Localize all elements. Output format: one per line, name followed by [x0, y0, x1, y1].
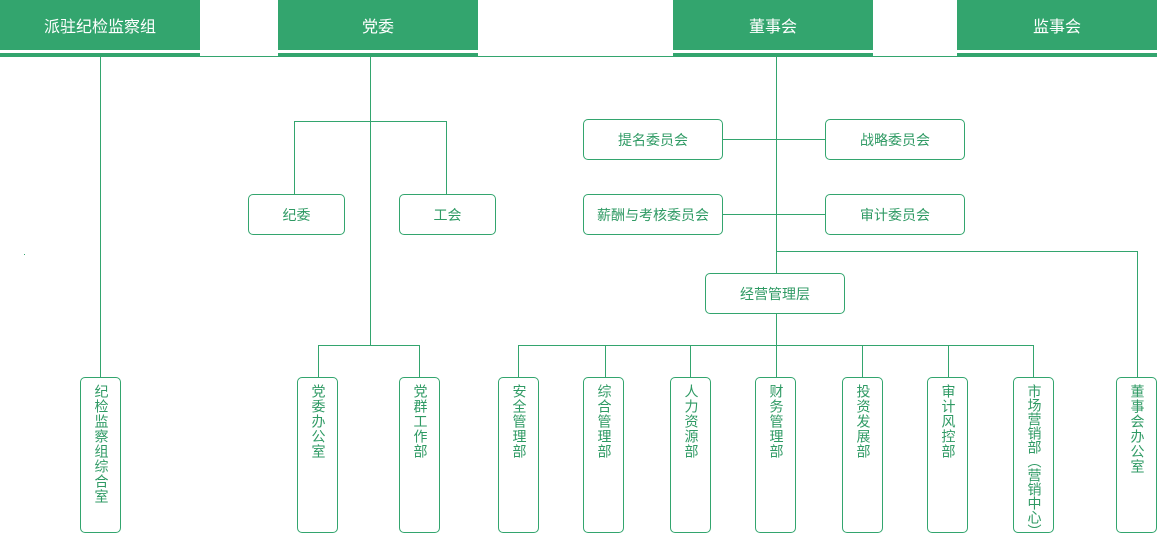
node-management[interactable]: 经营管理层 — [705, 273, 845, 314]
dept-hr[interactable]: 人力资源部 — [670, 377, 711, 533]
header-party-label: 党委 — [361, 17, 394, 36]
dept-label: 安全管理部 — [510, 384, 527, 459]
header-inspection-bar — [0, 53, 200, 57]
header-supervisory-bar — [957, 53, 1157, 57]
dept-label: 董事会办公室 — [1128, 384, 1145, 474]
header-supervisory[interactable]: 监事会 — [957, 0, 1157, 50]
connector — [518, 345, 519, 378]
connector — [1033, 345, 1034, 378]
dept-label: 人力资源部 — [682, 384, 699, 459]
dept-party-masses[interactable]: 党群工作部 — [399, 377, 440, 533]
connector — [1137, 251, 1138, 378]
dept-audit-risk[interactable]: 审计风控部 — [927, 377, 968, 533]
header-inspection-label: 派驻纪检监察组 — [43, 17, 156, 36]
dept-safety[interactable]: 安全管理部 — [498, 377, 539, 533]
connector — [605, 345, 606, 378]
dept-label: 纪检监察组综合室 — [92, 384, 109, 504]
node-label: 薪酬与考核委员会 — [597, 207, 709, 224]
dept-inspection-office[interactable]: 纪检监察组综合室 — [80, 377, 121, 533]
node-label: 审计委员会 — [860, 207, 930, 224]
dept-label: 审计风控部 — [939, 384, 956, 459]
connector — [318, 345, 319, 378]
header-board[interactable]: 董事会 — [673, 0, 873, 50]
node-label: 战略委员会 — [860, 132, 930, 149]
dept-marketing[interactable]: 市场营销部（营销中心） — [1013, 377, 1054, 538]
node-label: 经营管理层 — [740, 286, 810, 303]
header-inspection[interactable]: 派驻纪检监察组 — [0, 0, 200, 50]
connector — [294, 121, 447, 122]
node-label: 提名委员会 — [618, 132, 688, 149]
connector — [370, 57, 371, 346]
dept-party-office[interactable]: 党委办公室 — [297, 377, 338, 533]
dept-investment[interactable]: 投资发展部 — [842, 377, 883, 533]
dept-label: 市场营销部（营销中心） — [1025, 384, 1042, 538]
dept-label: 党群工作部 — [411, 384, 428, 459]
top-connector-line — [0, 56, 1157, 57]
dept-label: 综合管理部 — [595, 384, 612, 459]
node-strategy-committee[interactable]: 战略委员会 — [825, 119, 965, 160]
node-label: 纪委 — [282, 207, 311, 224]
dept-label: 财务管理部 — [767, 384, 784, 459]
node-label: 工会 — [433, 207, 462, 224]
connector — [722, 214, 826, 215]
node-compensation-committee[interactable]: 薪酬与考核委员会 — [583, 194, 723, 235]
node-labor-union[interactable]: 工会 — [399, 194, 496, 235]
header-party-bar — [278, 53, 478, 57]
header-board-bar — [673, 53, 873, 57]
header-party[interactable]: 党委 — [278, 0, 478, 50]
connector — [419, 345, 420, 378]
header-board-label: 董事会 — [748, 17, 797, 36]
connector — [100, 57, 101, 378]
connector — [862, 345, 863, 378]
header-supervisory-label: 监事会 — [1032, 17, 1081, 36]
connector — [294, 121, 295, 195]
dept-board-office[interactable]: 董事会办公室 — [1116, 377, 1157, 533]
dept-general[interactable]: 综合管理部 — [583, 377, 624, 533]
stray-dot — [24, 254, 25, 255]
connector — [446, 121, 447, 195]
connector — [776, 251, 1138, 252]
connector — [690, 345, 691, 378]
connector — [518, 345, 1034, 346]
node-audit-committee[interactable]: 审计委员会 — [825, 194, 965, 235]
connector — [948, 345, 949, 378]
connector — [318, 345, 420, 346]
node-discipline-committee[interactable]: 纪委 — [248, 194, 345, 235]
dept-label: 投资发展部 — [854, 384, 871, 459]
node-nomination-committee[interactable]: 提名委员会 — [583, 119, 723, 160]
dept-finance[interactable]: 财务管理部 — [755, 377, 796, 533]
connector — [776, 57, 777, 274]
dept-label: 党委办公室 — [309, 384, 326, 459]
connector — [722, 139, 826, 140]
